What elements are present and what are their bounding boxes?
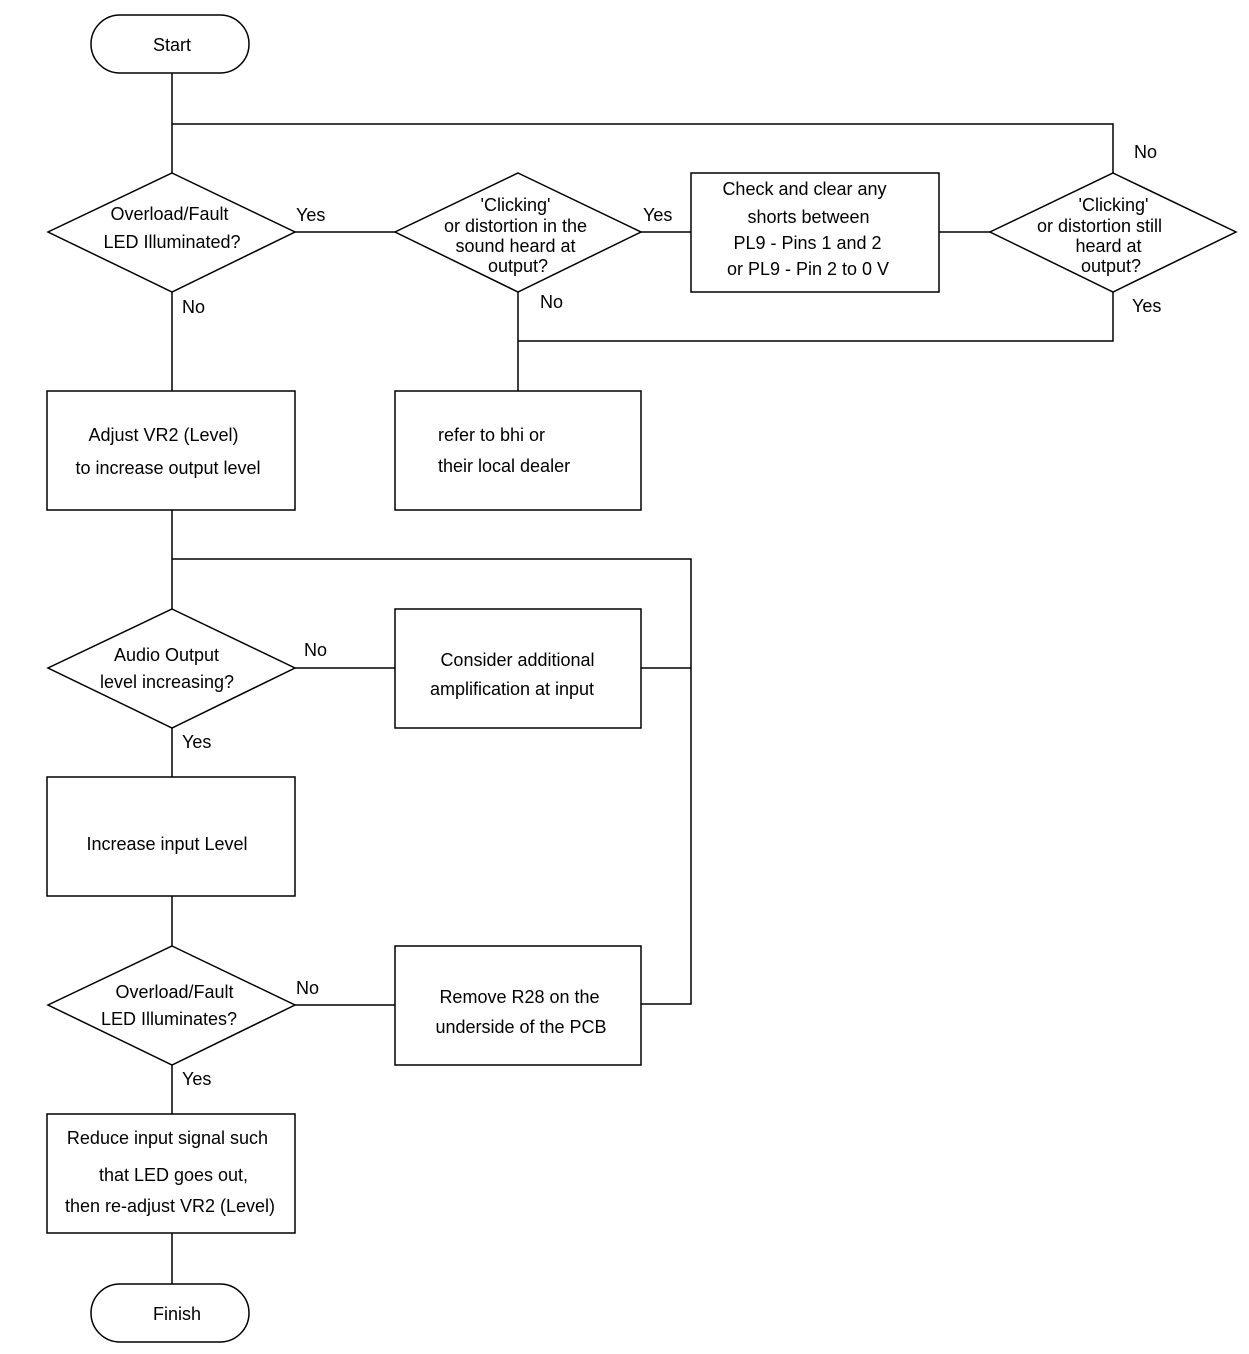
- edge-label-still-yes: Yes: [1132, 296, 1161, 316]
- process-refer-bhi-line: refer to bhi or: [438, 425, 545, 445]
- edge-label-overload-no: No: [182, 297, 205, 317]
- process-remove-r28-line: underside of the PCB: [435, 1017, 606, 1037]
- decision-audio-output: Audio Output level increasing?: [46, 608, 297, 729]
- process-check-shorts: Check and clear any shorts between PL9 -…: [690, 172, 940, 293]
- decision-audio-output-line: Audio Output: [114, 645, 219, 665]
- svg-text:Adjust VR2 (Level) to in: Adjust VR2 (Level) to increase output le…: [75, 425, 260, 478]
- process-consider-amplification: Consider additional amplification at inp…: [394, 608, 642, 729]
- decision-clicking-still-line: 'Clicking': [1079, 195, 1149, 215]
- edge-label-still-no: No: [1134, 142, 1157, 162]
- process-check-shorts-line: or PL9 - Pin 2 to 0 V: [727, 259, 889, 279]
- decision-overload-illuminates-line: LED Illuminates?: [101, 1009, 237, 1029]
- decision-clicking-distortion-line: sound heard at: [455, 236, 575, 256]
- edge-label-audio-no: No: [304, 640, 327, 660]
- decision-clicking-distortion-line: output?: [488, 256, 548, 276]
- decision-clicking-still-line: heard at: [1075, 236, 1141, 256]
- connector-still-yes: [518, 292, 1114, 342]
- svg-text:'Clicking' or distortion: 'Clicking' or distortion still heard at …: [1037, 195, 1167, 276]
- process-reduce-input-line: then re-adjust VR2 (Level): [65, 1196, 275, 1216]
- process-adjust-vr2: Adjust VR2 (Level) to increase output le…: [46, 390, 296, 511]
- svg-text:Audio Output level incre: Audio Output level increasing?: [100, 645, 234, 692]
- process-reduce-input-line: that LED goes out,: [99, 1165, 248, 1185]
- svg-text:Consider additional ampl: Consider additional amplification at inp…: [430, 650, 600, 699]
- svg-text:refer to bhi or their lo: refer to bhi or their local dealer: [438, 425, 570, 476]
- svg-text:Increase input Level: Increase input Level: [86, 834, 247, 854]
- svg-text:Remove R28 on the unders: Remove R28 on the underside of the PCB: [435, 987, 606, 1037]
- process-remove-r28: Remove R28 on the underside of the PCB: [394, 945, 642, 1066]
- process-remove-r28-line: Remove R28 on the: [439, 987, 599, 1007]
- decision-clicking-still-line: output?: [1081, 256, 1141, 276]
- decision-overload-illuminates-line: Overload/Fault: [115, 982, 233, 1002]
- process-consider-amplification-line: amplification at input: [430, 679, 594, 699]
- process-consider-amplification-line: Consider additional: [440, 650, 594, 670]
- process-reduce-input-line: Reduce input signal such: [67, 1128, 268, 1148]
- process-increase-input: Increase input Level: [46, 776, 296, 897]
- svg-text:Overload/Fault LED Illum: Overload/Fault LED Illuminated?: [103, 204, 240, 252]
- edge-label-illuminates-yes: Yes: [182, 1069, 211, 1089]
- finish-label: Finish: [153, 1304, 201, 1324]
- decision-clicking-distortion: 'Clicking' or distortion in the sound he…: [393, 172, 643, 293]
- process-check-shorts-line: PL9 - Pins 1 and 2: [733, 233, 881, 253]
- decision-overload-fault-line: Overload/Fault: [110, 204, 228, 224]
- svg-text:Reduce input signal such: Reduce input signal such that LED goes o…: [65, 1128, 275, 1216]
- svg-text:Overload/Fault LED Illum: Overload/Fault LED Illuminates?: [101, 982, 239, 1029]
- finish-terminal: Finish: [90, 1283, 250, 1343]
- process-adjust-vr2-line: to increase output level: [75, 458, 260, 478]
- svg-text:'Clicking' or distortion: 'Clicking' or distortion in the sound he…: [444, 195, 592, 276]
- process-refer-bhi-line: their local dealer: [438, 456, 570, 476]
- edge-label-clicking-yes: Yes: [643, 205, 672, 225]
- decision-clicking-distortion-line: 'Clicking': [481, 195, 551, 215]
- start-terminal: Start: [90, 14, 250, 74]
- start-label: Start: [153, 35, 191, 55]
- process-increase-input-line: Increase input Level: [86, 834, 247, 854]
- process-adjust-vr2-line: Adjust VR2 (Level): [88, 425, 238, 445]
- decision-clicking-still: 'Clicking' or distortion still heard at …: [988, 172, 1238, 293]
- svg-text:Check and clear any shor: Check and clear any shorts between PL9 -…: [722, 179, 891, 279]
- connectors: [171, 73, 1114, 1284]
- decision-overload-fault: Overload/Fault LED Illuminated?: [46, 172, 297, 293]
- edge-label-overload-yes: Yes: [296, 205, 325, 225]
- process-check-shorts-line: shorts between: [747, 207, 869, 227]
- process-refer-bhi: refer to bhi or their local dealer: [394, 390, 642, 511]
- decision-clicking-still-line: or distortion still: [1037, 216, 1162, 236]
- edge-label-clicking-no: No: [540, 292, 563, 312]
- decision-overload-fault-line: LED Illuminated?: [103, 232, 240, 252]
- decision-clicking-distortion-line: or distortion in the: [444, 216, 587, 236]
- edge-label-illuminates-no: No: [296, 978, 319, 998]
- edge-labels: Yes No Yes No No Yes No Yes No Yes: [182, 142, 1161, 1089]
- decision-overload-illuminates: Overload/Fault LED Illuminates?: [46, 945, 297, 1066]
- connector-return-loop: [172, 558, 692, 1005]
- process-check-shorts-line: Check and clear any: [722, 179, 886, 199]
- connector-loop-top: [172, 123, 1114, 173]
- edge-label-audio-yes: Yes: [182, 732, 211, 752]
- decision-audio-output-line: level increasing?: [100, 672, 234, 692]
- process-reduce-input: Reduce input signal such that LED goes o…: [46, 1113, 296, 1234]
